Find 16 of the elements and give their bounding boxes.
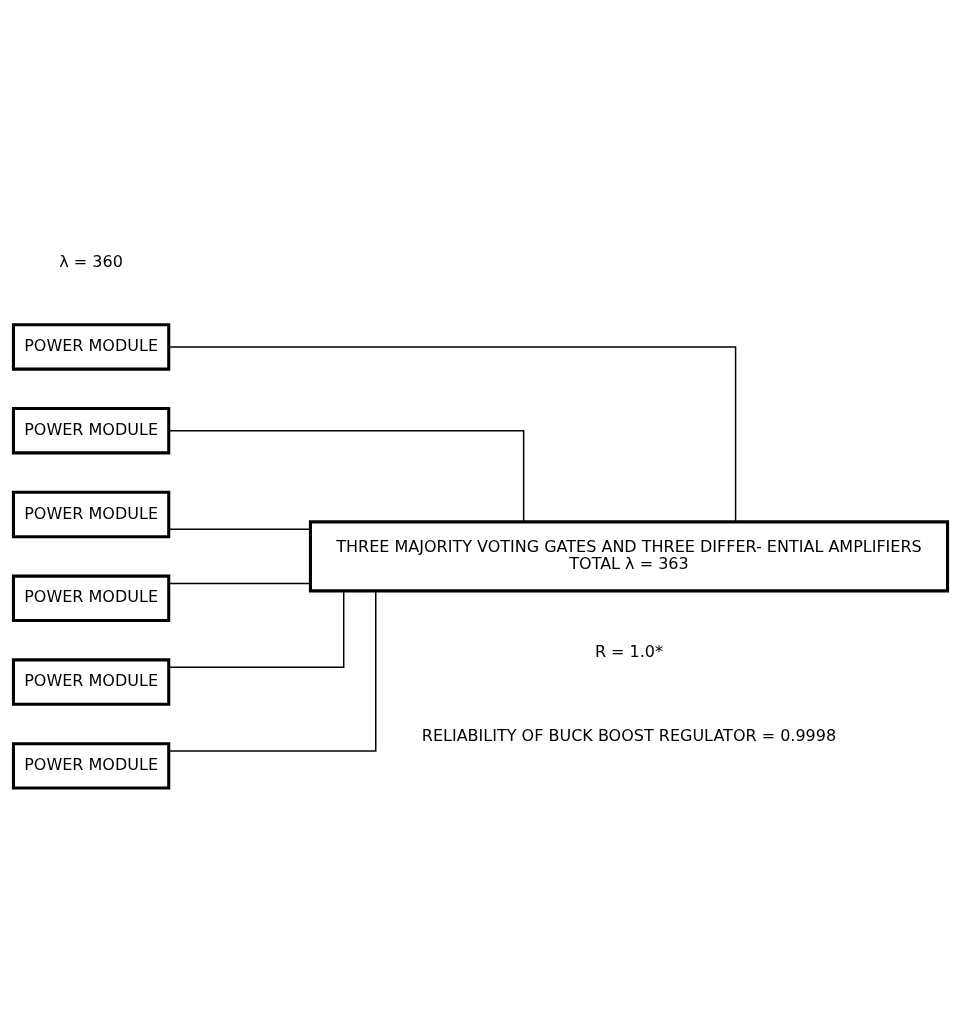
- node-box: POWER MODULE: [11, 322, 171, 371]
- connector: [168, 589, 377, 752]
- node-label: λ = 360: [59, 251, 123, 271]
- connector: [168, 345, 737, 523]
- node-box: POWER MODULE: [11, 741, 171, 790]
- connector: [168, 528, 311, 530]
- node-box: POWER MODULE: [11, 574, 171, 622]
- node-box: POWER MODULE: [11, 406, 171, 454]
- node-box: POWER MODULE: [11, 657, 171, 706]
- connector: [168, 590, 345, 668]
- label: RELIABILITY OF BUCK BOOST REGULATOR = 0.9998: [421, 725, 837, 744]
- node-box: THREE MAJORITY VOTING GATES AND THREE DIFFER- ENTIAL AMPLIFIERS TOTAL λ = 363: [308, 519, 950, 592]
- connector: [168, 582, 311, 584]
- node-label: R = 1.0*: [594, 641, 664, 661]
- connector: [168, 429, 525, 522]
- node-box: POWER MODULE: [11, 490, 171, 538]
